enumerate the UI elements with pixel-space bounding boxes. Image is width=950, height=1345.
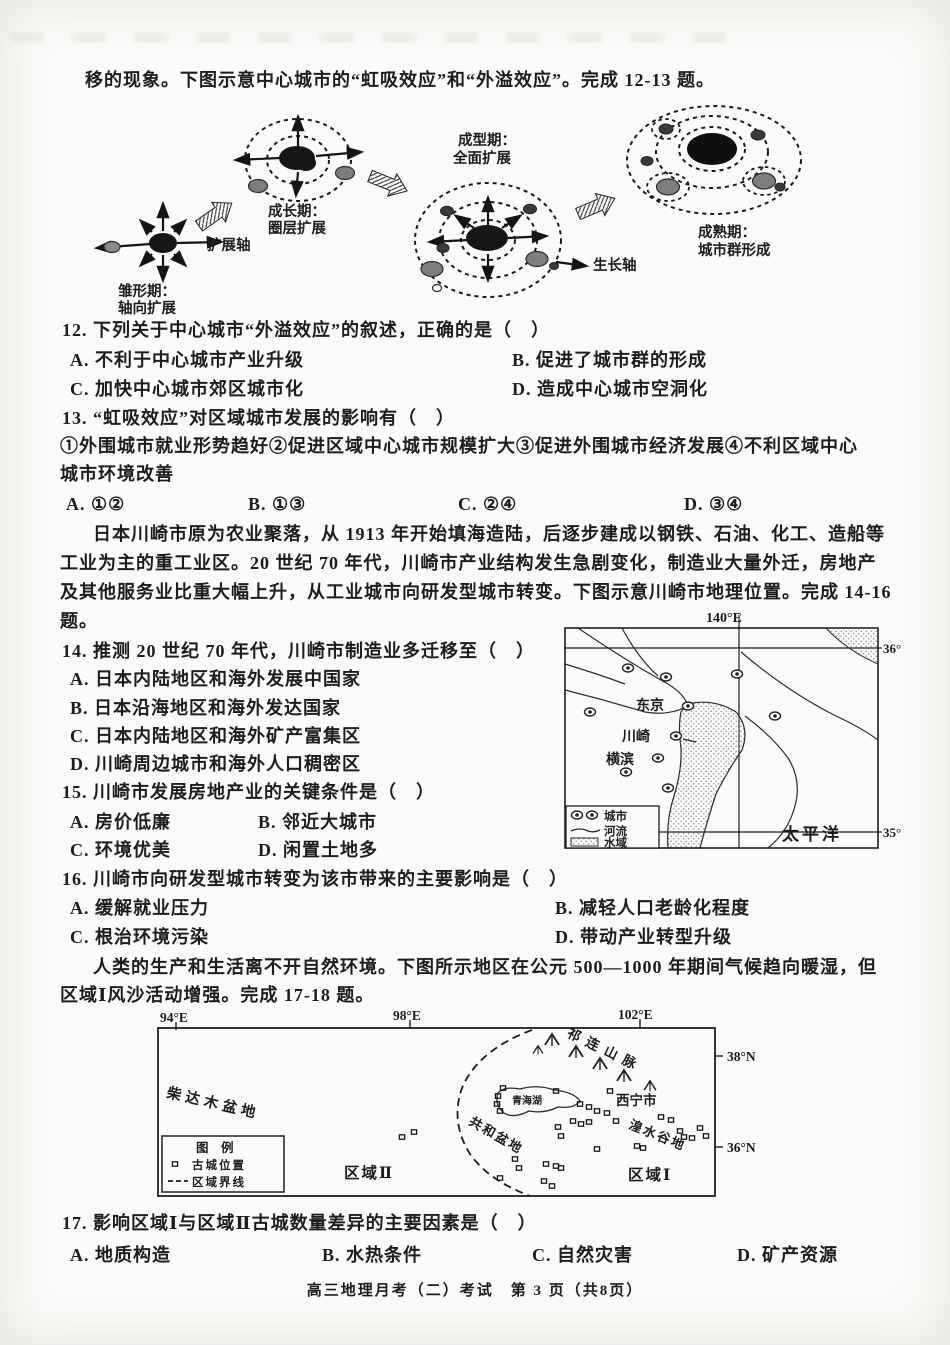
kawasaki-location-map: 140°E 36° 35° 东京 川崎 横滨 太平洋 [564,611,901,850]
q12-option-a: A. 不利于中心城市产业升级 [70,350,304,370]
lon94-label: 94°E [160,1010,188,1025]
map-border [564,627,879,849]
meridian-label: 140°E [706,611,742,626]
passage2-line2: 区域Ⅰ风沙活动增强。完成 17-18 题。 [60,985,375,1005]
xining-label: 西宁市 [616,1092,657,1108]
q13-option-a: A. ①② [66,494,126,514]
q15-stem: 15. 川崎市发展房地产业的关键条件是（ ） [62,782,435,802]
q17-option-c: C. 自然灾害 [532,1245,633,1265]
region2-label: 区域Ⅱ [344,1163,394,1182]
passage2-line1: 人类的生产和生活离不开自然环境。下图所示地区在公元 500—1000 年期间气候… [93,957,877,977]
q13-items-line2: 城市环境改善 [60,464,174,484]
q16-option-a: A. 缓解就业压力 [70,898,209,918]
legend-river-label: 河流 [604,824,627,838]
legend-city-label: 城市 [604,809,627,823]
stage3-title: 成型期： [458,131,516,149]
legend-boundary: 区域界线 [192,1175,246,1189]
tokyo-label: 东京 [636,697,664,714]
q14-option-d: D. 川崎周边城市和海外人口稠密区 [70,754,361,774]
stage1-sub: 轴向扩展 [118,299,176,317]
q17-option-b: B. 水热条件 [322,1245,423,1265]
stage1-title: 雏形期： [118,282,176,300]
stage3-full-expansion [414,182,590,298]
q17-option-d: D. 矿产资源 [737,1245,838,1265]
q15-option-b: B. 邻近大城市 [258,812,378,832]
q13-option-c: C. ②④ [458,494,518,514]
stage2-growth [232,113,365,202]
axis2-label: 生长轴 [593,256,637,274]
lon98-label: 98°E [393,1008,421,1023]
q15-option-d: D. 闲置土地多 [258,840,378,860]
q13-option-b: B. ①③ [248,494,307,514]
corner-water-ne [824,627,879,665]
lake-label: 青海湖 [512,1094,542,1107]
q12-stem: 12. 下列关于中心城市“外溢效应”的叙述，正确的是（ ） [62,320,550,340]
tokyo-bay-water [667,701,746,849]
stage3-sub: 全面扩展 [452,149,511,167]
legend-ancient-city: 古城位置 [192,1158,246,1172]
gonghe-label: 共和盆地 [467,1114,526,1157]
yokohama-label: 横滨 [606,751,634,768]
q12-option-c: C. 加快中心城市郊区城市化 [70,379,304,399]
q13-items-line1: ①外围城市就业形势趋好②促进区域中心城市规模扩大③促进外围城市经济发展④不利区域… [60,436,858,456]
stage2-sub: 圈层扩展 [268,219,326,237]
region-map: 94°E 98°E 102°E 38°N 36°N 祁连山脉 青海湖 柴达木盆地… [157,1007,756,1197]
lake-outline [496,1086,581,1117]
city-expansion-diagram: 扩展轴 雏形期： 轴向扩展 成长期： 圈层扩展 成型期： 全面扩展 [93,105,802,317]
q14-stem: 14. 推测 20 世纪 70 年代，川崎市制造业多迁移至（ ） [62,641,535,661]
q16-stem: 16. 川崎市向研发型城市转变为该市带来的主要影响是（ ） [62,869,568,889]
q12-option-b: B. 促进了城市群的形成 [512,350,708,370]
stage1-city-blob [149,233,177,253]
scan-artifact [10,32,730,43]
q16-option-c: C. 根治环境污染 [70,927,209,947]
q13-stem: 13. “虹吸效应”对区域城市发展的影响有（ ） [62,408,455,428]
stage4-sub: 城市群形成 [698,241,771,259]
lat36-label: 36° [883,641,901,656]
q15-option-c: C. 环境优美 [70,840,171,860]
region-map-legend: 图 例 古城位置 区域界线 [161,1135,285,1193]
q16-option-b: B. 减轻人口老龄化程度 [555,898,751,918]
page-footer: 高三地理月考（二）考试 第 3 页（共8页） [306,1283,644,1299]
japan-map-legend: 城市 河流 水域 [565,805,660,850]
stage1-satellite [103,240,121,254]
lon102-label: 102°E [618,1007,653,1022]
region1-label: 区域Ⅰ [628,1165,672,1184]
q14-option-a: A. 日本内陆地区和海外发展中国家 [70,669,361,689]
map-border [157,1027,716,1197]
stage4-title: 成熟期： [698,223,756,241]
q15-option-a: A. 房价低廉 [70,812,171,832]
q13-option-d: D. ③④ [684,494,744,514]
q14-option-c: C. 日本内陆地区和海外矿产富集区 [70,726,361,746]
pacific-label: 太平洋 [782,824,842,844]
passage1-line4: 题。 [60,611,98,631]
q17-stem: 17. 影响区域Ⅰ与区域Ⅱ古城数量差异的主要因素是（ ） [62,1213,537,1233]
axis1-label: 扩展轴 [207,236,251,254]
legend-water-label: 水域 [604,836,627,850]
passage1-line2: 工业为主的重工业区。20 世纪 70 年代，川崎市产业结构发生急剧变化，制造业大… [60,553,877,573]
qaidam-label: 柴达木盆地 [164,1083,262,1122]
q16-option-d: D. 带动产业转型升级 [555,927,732,947]
q17-option-a: A. 地质构造 [70,1245,171,1265]
stage4-maturity [626,105,802,215]
lat36-label: 36°N [727,1140,756,1155]
passage1-line1: 日本川崎市原为农业聚落，从 1913 年开始填海造陆，后逐步建成以钢铁、石油、化… [93,524,885,544]
stage2-title: 成长期： [268,202,326,220]
kawasaki-label: 川崎 [621,728,650,745]
q14-option-b: B. 日本沿海地区和海外发达国家 [70,698,342,718]
lat38-label: 38°N [727,1049,756,1064]
lat35-label: 35° [883,825,901,840]
region-boundary [456,1029,533,1197]
passage1-line3: 及其他服务业比重大幅上升，从工业城市向研发型城市转变。下图示意川崎市地理位置。完… [60,582,892,602]
q12-option-d: D. 造成中心城市空洞化 [512,379,708,399]
legend-title: 图 例 [196,1140,234,1155]
intro-line: 移的现象。下图示意中心城市的“虹吸效应”和“外溢效应”。完成 12-13 题。 [85,70,715,90]
